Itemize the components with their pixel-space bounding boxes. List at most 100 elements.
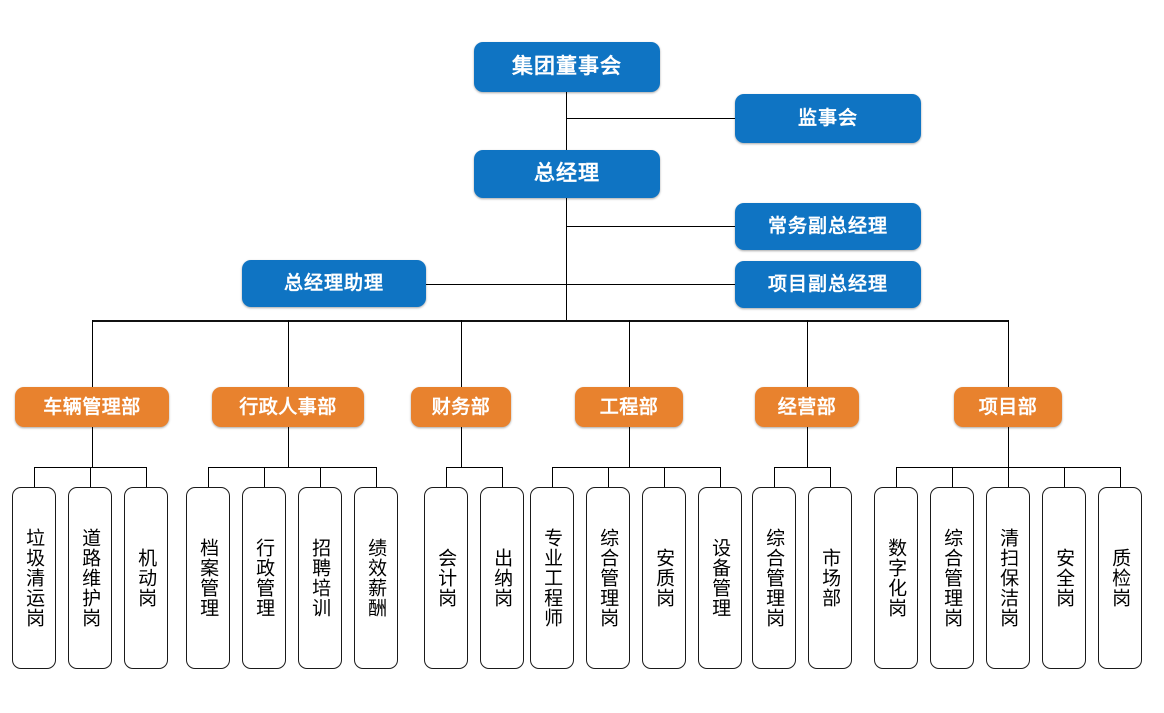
position-bus (552, 467, 720, 468)
position-label: 垃圾清运岗 (23, 528, 46, 628)
connector-board-to-gm (566, 92, 567, 150)
position-label: 综合管理岗 (941, 528, 964, 628)
department-label: 工程部 (599, 395, 659, 418)
position-box[interactable]: 招聘培训 (298, 487, 342, 669)
position-label: 清扫保洁岗 (997, 528, 1020, 628)
dept-sub-stem-3 (629, 427, 630, 467)
node-executive-deputy-manager-label: 常务副总经理 (767, 215, 888, 238)
position-stem (34, 467, 35, 487)
position-box[interactable]: 绩效薪酬 (354, 487, 398, 669)
position-stem (896, 467, 897, 487)
position-box[interactable]: 市场部 (808, 487, 852, 669)
position-box[interactable]: 设备管理 (698, 487, 742, 669)
node-supervisory-board[interactable]: 监事会 (735, 94, 921, 143)
department-box[interactable]: 车辆管理部 (15, 387, 169, 427)
position-label: 设备管理 (709, 538, 732, 618)
position-box[interactable]: 综合管理岗 (752, 487, 796, 669)
connector-to-gm-assistant (425, 284, 566, 285)
position-stem (264, 467, 265, 487)
department-box[interactable]: 行政人事部 (212, 387, 364, 427)
node-gm-assistant-label: 总经理助理 (283, 272, 384, 295)
position-label: 质检岗 (1109, 548, 1132, 608)
node-supervisory-board-label: 监事会 (797, 107, 858, 130)
connector-gm-stem (566, 198, 567, 320)
position-box[interactable]: 质检岗 (1098, 487, 1142, 669)
position-label: 道路维护岗 (79, 528, 102, 628)
dept-stem-1 (288, 320, 289, 387)
connector-to-project-deputy (566, 284, 735, 285)
department-box[interactable]: 财务部 (411, 387, 511, 427)
position-stem (664, 467, 665, 487)
dept-stem-3 (629, 320, 630, 387)
dept-sub-stem-4 (807, 427, 808, 467)
department-bus (92, 320, 1008, 322)
dept-stem-0 (92, 320, 93, 387)
department-label: 行政人事部 (239, 395, 337, 418)
position-box[interactable]: 机动岗 (124, 487, 168, 669)
position-stem (90, 467, 91, 487)
department-box[interactable]: 项目部 (954, 387, 1062, 427)
position-box[interactable]: 垃圾清运岗 (12, 487, 56, 669)
position-stem (774, 467, 775, 487)
position-stem (1064, 467, 1065, 487)
position-label: 绩效薪酬 (365, 538, 388, 618)
node-project-deputy-manager-label: 项目副总经理 (767, 273, 888, 296)
position-stem (720, 467, 721, 487)
position-box[interactable]: 数字化岗 (874, 487, 918, 669)
position-stem (146, 467, 147, 487)
position-stem (1120, 467, 1121, 487)
node-board-label: 集团董事会 (512, 54, 622, 79)
position-box[interactable]: 综合管理岗 (586, 487, 630, 669)
dept-sub-stem-2 (461, 427, 462, 467)
position-stem (502, 467, 503, 487)
position-label: 出纳岗 (491, 548, 514, 608)
position-bus (446, 467, 502, 468)
dept-stem-2 (461, 320, 462, 387)
position-stem (1008, 467, 1009, 487)
position-box[interactable]: 行政管理 (242, 487, 286, 669)
node-executive-deputy-manager[interactable]: 常务副总经理 (735, 203, 921, 250)
position-box[interactable]: 档案管理 (186, 487, 230, 669)
dept-sub-stem-5 (1008, 427, 1009, 467)
department-box[interactable]: 工程部 (575, 387, 683, 427)
node-general-manager[interactable]: 总经理 (474, 150, 660, 198)
node-gm-assistant[interactable]: 总经理助理 (242, 260, 426, 307)
dept-sub-stem-0 (92, 427, 93, 467)
position-label: 专业工程师 (541, 528, 564, 628)
position-bus (774, 467, 830, 468)
position-stem (952, 467, 953, 487)
position-box[interactable]: 安质岗 (642, 487, 686, 669)
node-board[interactable]: 集团董事会 (474, 42, 660, 92)
position-label: 行政管理 (253, 538, 276, 618)
dept-sub-stem-1 (288, 427, 289, 467)
position-stem (376, 467, 377, 487)
position-box[interactable]: 会计岗 (424, 487, 468, 669)
position-label: 机动岗 (135, 548, 158, 608)
department-box[interactable]: 经营部 (755, 387, 859, 427)
position-label: 市场部 (819, 548, 842, 608)
department-label: 财务部 (431, 395, 491, 418)
position-label: 招聘培训 (309, 538, 332, 618)
node-project-deputy-manager[interactable]: 项目副总经理 (735, 261, 921, 308)
position-stem (320, 467, 321, 487)
position-stem (552, 467, 553, 487)
position-box[interactable]: 安全岗 (1042, 487, 1086, 669)
department-label: 项目部 (978, 395, 1038, 418)
position-box[interactable]: 专业工程师 (530, 487, 574, 669)
position-label: 安全岗 (1053, 548, 1076, 608)
position-label: 安质岗 (653, 548, 676, 608)
position-stem (208, 467, 209, 487)
node-general-manager-label: 总经理 (534, 161, 600, 186)
connector-to-supervisory (566, 118, 735, 119)
department-label: 车辆管理部 (43, 395, 141, 418)
position-stem (830, 467, 831, 487)
position-stem (446, 467, 447, 487)
position-box[interactable]: 清扫保洁岗 (986, 487, 1030, 669)
position-label: 综合管理岗 (763, 528, 786, 628)
position-label: 会计岗 (435, 548, 458, 608)
position-box[interactable]: 道路维护岗 (68, 487, 112, 669)
position-box[interactable]: 出纳岗 (480, 487, 524, 669)
position-stem (608, 467, 609, 487)
position-box[interactable]: 综合管理岗 (930, 487, 974, 669)
